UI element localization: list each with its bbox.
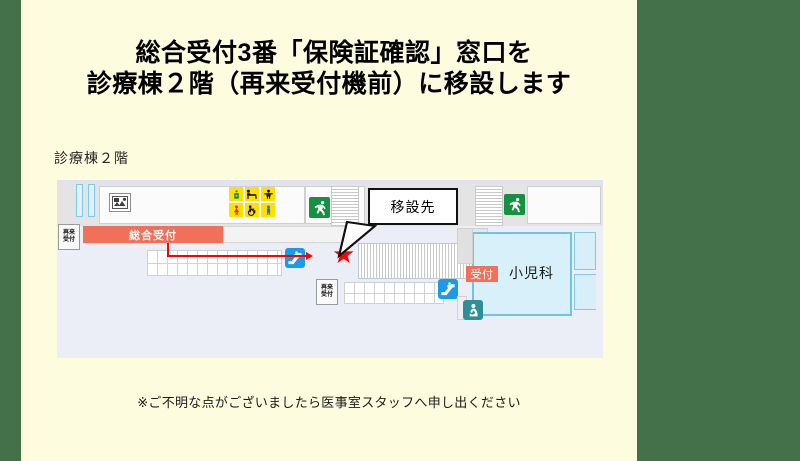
general-reception-bar[interactable]: 総合受付 [83,226,223,243]
kiosk-returning-reception-left[interactable]: 再来 受付 [58,224,80,250]
pediatrics-room-label: 小児科 [509,265,554,281]
relocation-callout: 移設先 [368,188,458,225]
emergency-exit-icon-left [309,197,330,218]
map-top-edge [57,180,603,184]
kiosk-left-line1: 再来 [62,230,75,236]
title-line-2: 診療棟２階（再来受付機前）に移設します [86,70,572,98]
route-segment-horizontal [167,255,308,257]
floor-map: 再来 受付 総合受付 ★ [57,180,603,358]
route-segment-vertical [167,243,169,257]
slide-canvas: 総合受付3番「保険証確認」窓口を 診療棟２階（再来受付機前）に移設します 診療棟… [21,0,637,461]
central-stairs-block [358,243,470,279]
pediatrics-reception-label: 受付 [470,269,494,281]
kiosk-left-line2: 受付 [62,237,75,243]
general-reception-label: 総合受付 [129,229,177,242]
reception-counter-block [223,226,346,243]
kiosk-returning-reception-mid[interactable]: 再来 受付 [316,279,338,305]
map-right-edge [596,230,603,320]
upper-right-room [527,186,601,224]
pediatrics-annex-1 [574,232,596,270]
womens-toilet-icon [229,203,243,217]
pediatrics-reception-badge[interactable]: 受付 [466,266,498,282]
escalator-icon-mid[interactable] [438,279,458,299]
ostomate-icon [261,187,275,201]
escalator-icon-left[interactable] [285,248,305,268]
wheelchair-icon [245,203,259,217]
relocation-star-marker: ★ [332,239,356,269]
mens-toilet-icon [261,203,275,217]
footer-note: ※ご不明な点がございましたら医事室スタッフへ申し出ください [137,395,521,410]
window-slit-1 [76,184,83,217]
waiting-seats-mid [344,282,444,304]
window-slit-2 [88,184,95,217]
floor-caption: 診療棟２階 [54,150,129,166]
baby-changing-icon [245,187,259,201]
relocation-callout-label: 移設先 [390,198,436,215]
kiosk-mid-line1: 再来 [320,285,333,291]
route-arrowhead [306,252,313,260]
baby-room-icon[interactable] [463,300,483,320]
page-title: 総合受付3番「保険証確認」窓口を 診療棟２階（再来受付機前）に移設します [21,38,637,100]
kiosk-mid-line2: 受付 [320,292,333,298]
emergency-exit-icon-right [504,194,525,215]
pediatrics-entry-block [457,228,473,264]
info-board-icon [109,193,131,212]
title-line-1: 総合受付3番「保険証確認」窓口を [135,39,533,67]
nursing-room-icon [229,187,243,201]
stairs-hatch-left [331,186,359,226]
stairs-hatch-right [475,186,503,226]
